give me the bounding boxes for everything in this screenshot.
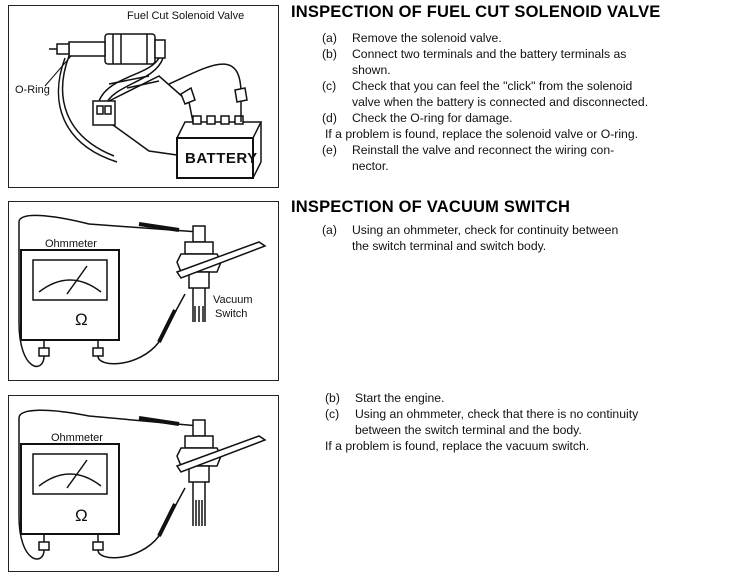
step-text-line: Check the O-ring for damage. bbox=[352, 111, 513, 125]
figure-fuel-cut-solenoid: Fuel Cut Solenoid Valve O-Ring BATTERY bbox=[8, 5, 279, 188]
step-2b: (b) Start the engine. bbox=[325, 390, 705, 406]
label-ohmmeter: Ohmmeter bbox=[45, 238, 97, 250]
step-text-line: nector. bbox=[352, 159, 389, 173]
step-text-line: shown. bbox=[352, 63, 391, 77]
label-vacuum-switch-line2: Switch bbox=[215, 308, 248, 320]
ohm-symbol: Ω bbox=[75, 506, 88, 525]
step-text-line: Connect two terminals and the battery te… bbox=[352, 47, 627, 61]
note-replace-solenoid: If a problem is found, replace the solen… bbox=[325, 127, 638, 141]
step-text-line: between the switch terminal and the body… bbox=[355, 423, 582, 437]
step-marker: (c) bbox=[322, 79, 337, 93]
step-marker: (c) bbox=[325, 407, 340, 421]
label-battery: BATTERY bbox=[185, 150, 258, 167]
step-text-line: the switch terminal and switch body. bbox=[352, 239, 547, 253]
label-ohmmeter: Ohmmeter bbox=[51, 432, 103, 444]
step-marker: (e) bbox=[322, 143, 337, 157]
step-1d: (d) Check the O-ring for damage. bbox=[322, 110, 702, 126]
solenoid-battery-diagram bbox=[44, 33, 263, 179]
section-title-vacuum-switch: INSPECTION OF VACUUM SWITCH bbox=[291, 198, 571, 216]
step-1b: (b) Connect two terminals and the batter… bbox=[322, 46, 702, 78]
step-text-line: Using an ohmmeter, check for continuity … bbox=[352, 223, 619, 237]
label-o-ring: O-Ring bbox=[15, 84, 50, 96]
step-marker: (a) bbox=[322, 31, 337, 45]
step-1a: (a) Remove the solenoid valve. bbox=[322, 30, 702, 46]
step-text-line: Using an ohmmeter, check that there is n… bbox=[355, 407, 639, 421]
section-title-fuel-cut-solenoid: INSPECTION OF FUEL CUT SOLENOID VALVE bbox=[291, 3, 661, 21]
ohmmeter-vacuum-switch-engine-diagram bbox=[18, 409, 267, 560]
ohm-symbol: Ω bbox=[75, 310, 88, 329]
step-2c: (c) Using an ohmmeter, check that there … bbox=[325, 406, 705, 438]
label-fuel-cut-solenoid-valve: Fuel Cut Solenoid Valve bbox=[127, 10, 245, 22]
ohmmeter-vacuum-switch-diagram bbox=[18, 214, 267, 367]
step-marker: (b) bbox=[322, 47, 337, 61]
figure-vacuum-switch-continuity: Ohmmeter Ω Vacuum Switch bbox=[8, 201, 279, 381]
step-marker: (b) bbox=[325, 391, 340, 405]
step-text-line: Reinstall the valve and reconnect the wi… bbox=[352, 143, 615, 157]
step-1c: (c) Check that you can feel the "click" … bbox=[322, 78, 702, 110]
step-text-line: Remove the solenoid valve. bbox=[352, 31, 502, 45]
step-marker: (d) bbox=[322, 111, 337, 125]
step-text-line: Check that you can feel the "click" from… bbox=[352, 79, 633, 93]
step-2a: (a) Using an ohmmeter, check for continu… bbox=[322, 222, 702, 254]
figure-vacuum-switch-no-continuity: Ohmmeter Ω bbox=[8, 395, 279, 572]
step-text-line: Start the engine. bbox=[355, 391, 445, 405]
step-marker: (a) bbox=[322, 223, 337, 237]
note-replace-vacuum-switch: If a problem is found, replace the vacuu… bbox=[325, 439, 590, 453]
step-text-line: valve when the battery is connected and … bbox=[352, 95, 649, 109]
step-1e: (e) Reinstall the valve and reconnect th… bbox=[322, 142, 702, 174]
label-vacuum-switch-line1: Vacuum bbox=[213, 294, 253, 306]
